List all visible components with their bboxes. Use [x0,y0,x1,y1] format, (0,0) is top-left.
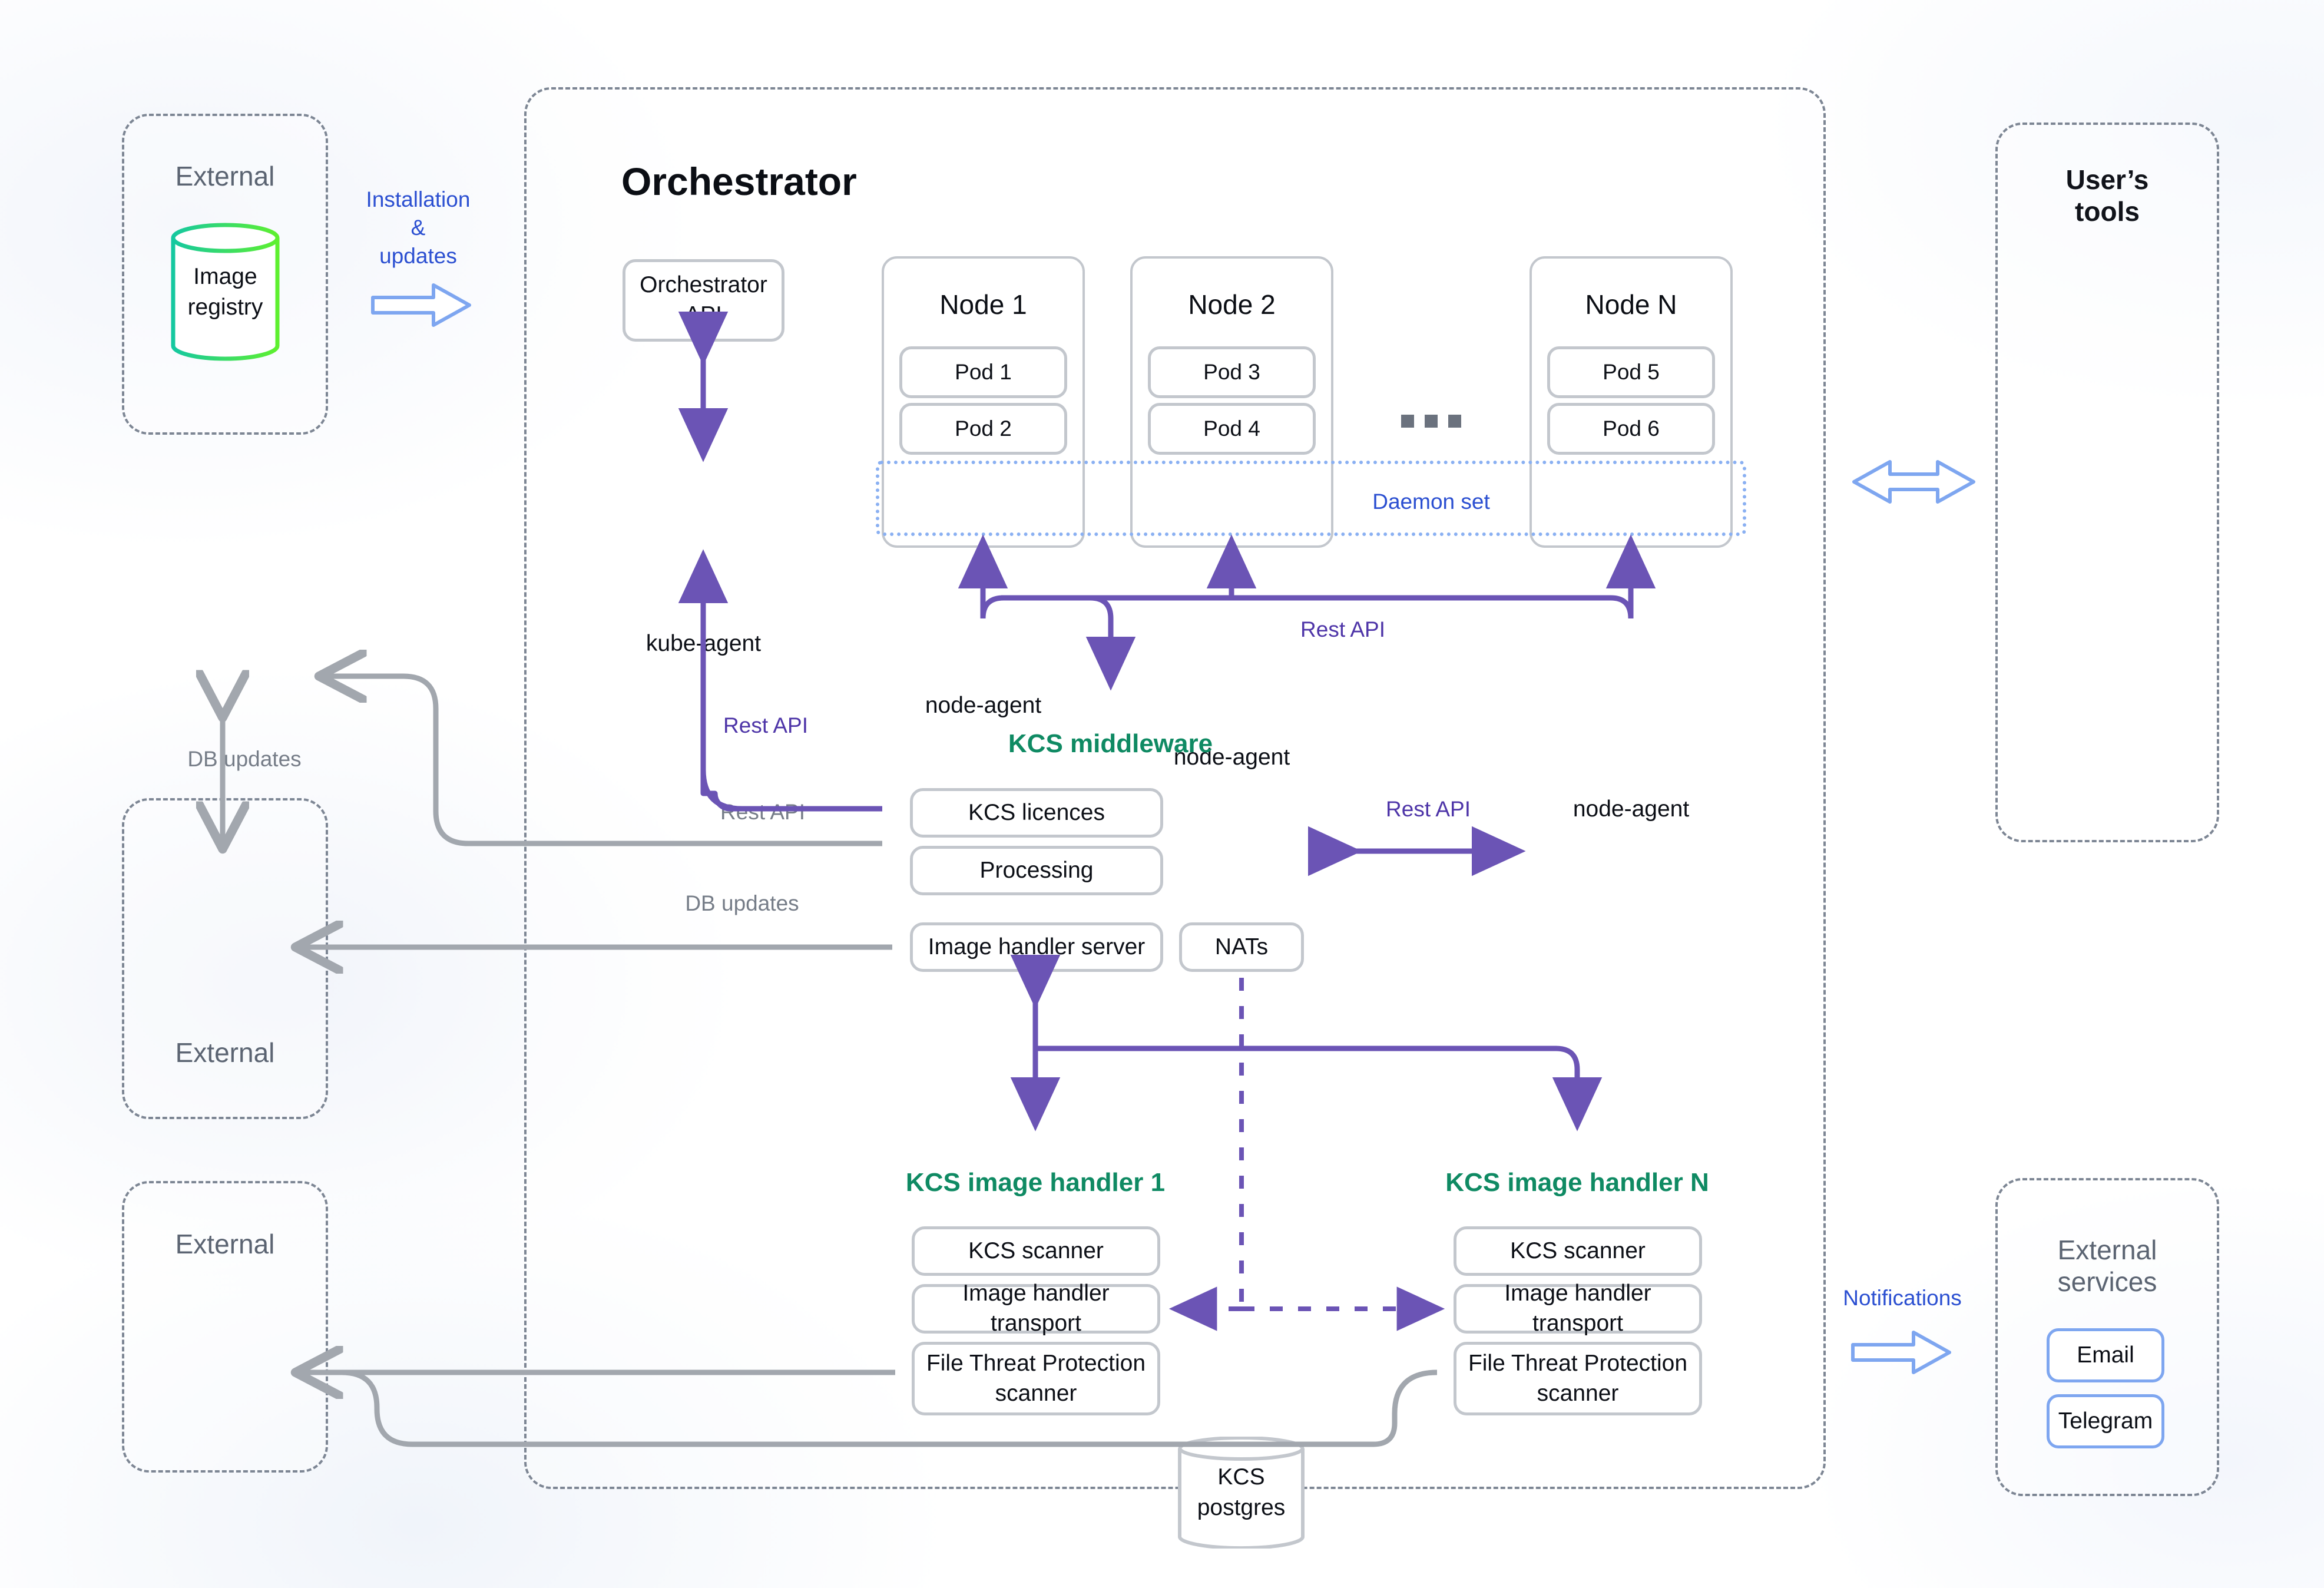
zone-external-malware-label: External [175,1229,275,1259]
notifications-arrow-icon [1851,1331,1951,1374]
zone-external-services-label: External services [2057,1235,2157,1298]
label-rest-api-scanner: Rest API [720,800,805,824]
zone-external-malware [122,1181,328,1473]
nats-box[interactable]: NATs [1179,922,1304,972]
cylinder-kcs-postgres-label: KCS postgres [1197,1464,1286,1520]
handler-n-file-threat-protection-scanner[interactable]: File Threat Protection scanner [1454,1342,1702,1415]
handler-n-kcs-scanner[interactable]: KCS scanner [1454,1226,1702,1276]
handler-1-image-handler-transport[interactable]: Image handler transport [912,1281,1160,1336]
orchestrator-users-tools-arrow-icon [1852,460,1975,504]
kcs-licences-box[interactable]: KCS licences [910,788,1163,838]
label-rest-api-kube: Rest API [723,713,808,737]
node-2-pod-3[interactable]: Pod 3 [1148,346,1316,398]
installation-updates-arrow-icon [371,283,471,327]
node-2-node-agent[interactable]: node-agent [1145,729,1319,786]
orchestrator-api-box[interactable]: Orchestrator API [623,259,784,342]
processing-box[interactable]: Processing [910,846,1163,895]
cylinder-image-registry-external-label: Image registry [187,263,263,320]
kcs-middleware-title: KCS middleware [1008,729,1213,758]
label-rest-api-interface: Rest API [1386,797,1471,821]
node-1-node-agent[interactable]: node-agent [896,677,1070,735]
node-n-box[interactable] [1530,256,1733,548]
handler-n-image-handler-transport[interactable]: Image handler transport [1454,1281,1702,1336]
nodes-ellipsis-icon [1396,412,1466,430]
telegram-box[interactable]: Telegram [2047,1394,2164,1448]
node-n-pod-5[interactable]: Pod 5 [1547,346,1715,398]
daemon-set-label: Daemon set [1372,489,1490,514]
label-notifications: Notifications [1843,1286,1962,1310]
label-installation-updates: Installation & updates [366,187,471,269]
label-rest-api-nodes: Rest API [1300,617,1385,641]
zone-users-tools-label: User’s tools [2065,164,2149,227]
node-n-node-agent[interactable]: node-agent [1544,780,1718,838]
zone-external-image-registry-label: External [175,161,275,191]
label-db-updates-left: DB updates [187,747,302,771]
label-db-updates-middleware: DB updates [685,891,799,915]
node-2-pod-4[interactable]: Pod 4 [1148,403,1316,455]
node-1-pod-2[interactable]: Pod 2 [899,403,1067,455]
email-box[interactable]: Email [2047,1328,2164,1382]
zone-users-tools [1995,123,2219,842]
kcs-image-handler-n-title: KCS image handler N [1445,1168,1709,1197]
node-1-pod-1[interactable]: Pod 1 [899,346,1067,398]
kcs-image-handler-1-title: KCS image handler 1 [905,1168,1166,1197]
node-n-title: Node N [1585,289,1677,320]
handler-1-file-threat-protection-scanner[interactable]: File Threat Protection scanner [912,1342,1160,1415]
handler-1-kcs-scanner[interactable]: KCS scanner [912,1226,1160,1276]
node-2-box[interactable] [1130,256,1333,548]
cylinder-image-registry-external: Image registry [171,223,280,361]
daemon-set-frame [876,461,1746,536]
node-n-pod-6[interactable]: Pod 6 [1547,403,1715,455]
kube-agent-box[interactable]: kube-agent [620,607,787,680]
cylinder-kcs-postgres: KCS postgres [1178,1437,1305,1549]
image-handler-server-box[interactable]: Image handler server [910,922,1163,972]
zone-external-vulnerability [122,798,328,1119]
node-2-title: Node 2 [1188,289,1276,320]
node-1-title: Node 1 [939,289,1027,320]
orchestrator-title: Orchestrator [621,160,857,203]
zone-external-vulnerability-label: External [175,1037,275,1068]
